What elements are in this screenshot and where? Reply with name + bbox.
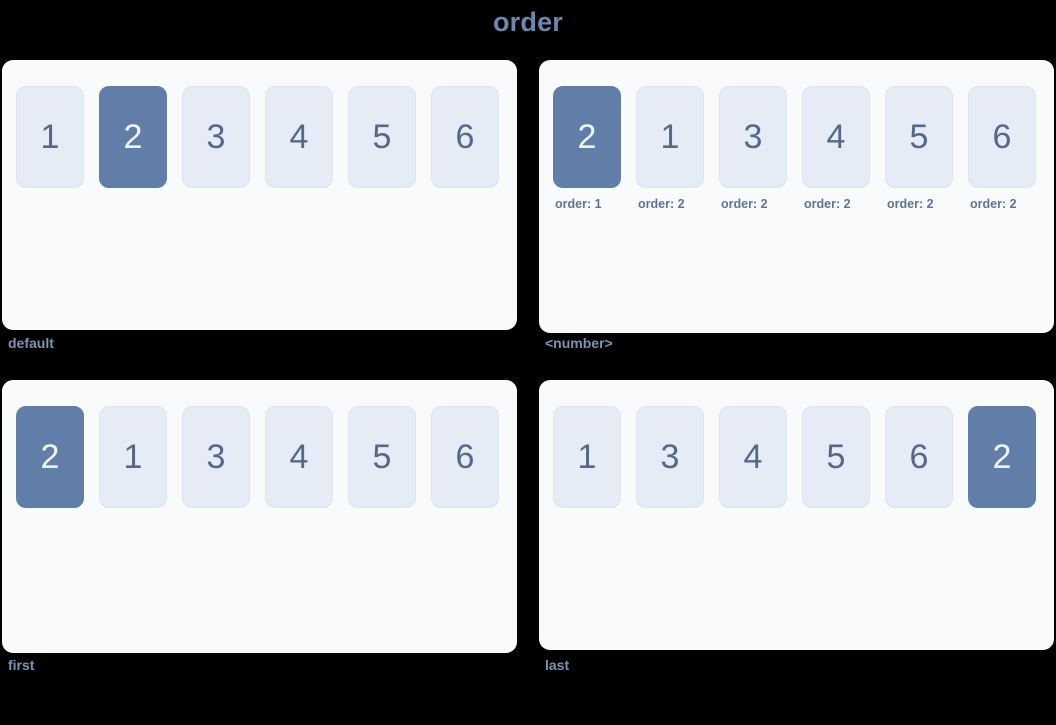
box-wrap: 1 — [553, 406, 621, 508]
box-wrap: 2 — [99, 86, 167, 188]
box-wrap: 4 order: 2 — [802, 86, 870, 211]
box-wrap: 1 — [16, 86, 84, 188]
demo-cell-default: 1 2 3 4 5 6 — [2, 60, 517, 351]
order-box[interactable]: 3 — [719, 86, 787, 188]
order-note: order: 2 — [970, 197, 1017, 211]
order-note: order: 2 — [721, 197, 768, 211]
demo-card-default: 1 2 3 4 5 6 — [2, 60, 517, 330]
box-row: 2 1 3 4 5 6 — [16, 406, 503, 508]
box-wrap: 2 — [968, 406, 1036, 508]
order-note: order: 2 — [638, 197, 685, 211]
box-wrap: 2 — [16, 406, 84, 508]
demo-cell-number: 2 order: 1 1 order: 2 3 order: 2 4 order… — [539, 60, 1054, 351]
box-wrap: 5 — [802, 406, 870, 508]
order-box[interactable]: 1 — [99, 406, 167, 508]
box-wrap: 6 — [885, 406, 953, 508]
demo-grid: 1 2 3 4 5 6 — [2, 60, 1054, 673]
order-box-active[interactable]: 2 — [553, 86, 621, 188]
box-wrap: 5 — [348, 406, 416, 508]
order-box[interactable]: 1 — [636, 86, 704, 188]
card-label-default: default — [8, 335, 54, 351]
demo-card-number: 2 order: 1 1 order: 2 3 order: 2 4 order… — [539, 60, 1054, 333]
box-row: 2 order: 1 1 order: 2 3 order: 2 4 order… — [553, 86, 1040, 211]
order-box-active[interactable]: 2 — [16, 406, 84, 508]
box-wrap: 1 — [99, 406, 167, 508]
box-wrap: 3 — [182, 406, 250, 508]
order-box-active[interactable]: 2 — [968, 406, 1036, 508]
order-box[interactable]: 3 — [182, 86, 250, 188]
order-box[interactable]: 4 — [719, 406, 787, 508]
page-title: order — [492, 7, 564, 37]
order-box[interactable]: 5 — [348, 86, 416, 188]
demo-cell-last: 1 3 4 5 6 2 — [539, 380, 1054, 673]
order-box[interactable]: 5 — [885, 86, 953, 188]
box-row: 1 3 4 5 6 2 — [553, 406, 1040, 508]
box-wrap: 4 — [265, 86, 333, 188]
order-box[interactable]: 3 — [182, 406, 250, 508]
demo-cell-first: 2 1 3 4 5 6 — [2, 380, 517, 673]
order-box[interactable]: 5 — [348, 406, 416, 508]
box-wrap: 3 order: 2 — [719, 86, 787, 211]
box-wrap: 2 order: 1 — [553, 86, 621, 211]
order-box[interactable]: 4 — [265, 86, 333, 188]
box-wrap: 1 order: 2 — [636, 86, 704, 211]
order-box[interactable]: 3 — [636, 406, 704, 508]
order-box[interactable]: 4 — [802, 86, 870, 188]
order-box[interactable]: 4 — [265, 406, 333, 508]
card-label-first: first — [8, 657, 35, 673]
box-wrap: 5 — [348, 86, 416, 188]
order-box[interactable]: 1 — [16, 86, 84, 188]
card-label-number: <number> — [545, 335, 613, 351]
order-box[interactable]: 1 — [553, 406, 621, 508]
order-box[interactable]: 6 — [431, 86, 499, 188]
order-note: order: 2 — [804, 197, 851, 211]
box-wrap: 3 — [636, 406, 704, 508]
box-wrap: 5 order: 2 — [885, 86, 953, 211]
box-wrap: 6 — [431, 86, 499, 188]
order-box[interactable]: 5 — [802, 406, 870, 508]
order-box[interactable]: 6 — [431, 406, 499, 508]
order-note: order: 1 — [555, 197, 602, 211]
box-wrap: 3 — [182, 86, 250, 188]
order-box-active[interactable]: 2 — [99, 86, 167, 188]
card-label-last: last — [545, 657, 570, 673]
box-wrap: 6 — [431, 406, 499, 508]
box-row: 1 2 3 4 5 6 — [16, 86, 503, 188]
demo-card-last: 1 3 4 5 6 2 — [539, 380, 1054, 650]
order-box[interactable]: 6 — [968, 86, 1036, 188]
box-wrap: 4 — [265, 406, 333, 508]
order-note: order: 2 — [887, 197, 934, 211]
demo-card-first: 2 1 3 4 5 6 — [2, 380, 517, 653]
box-wrap: 6 order: 2 — [968, 86, 1036, 211]
order-box[interactable]: 6 — [885, 406, 953, 508]
box-wrap: 4 — [719, 406, 787, 508]
